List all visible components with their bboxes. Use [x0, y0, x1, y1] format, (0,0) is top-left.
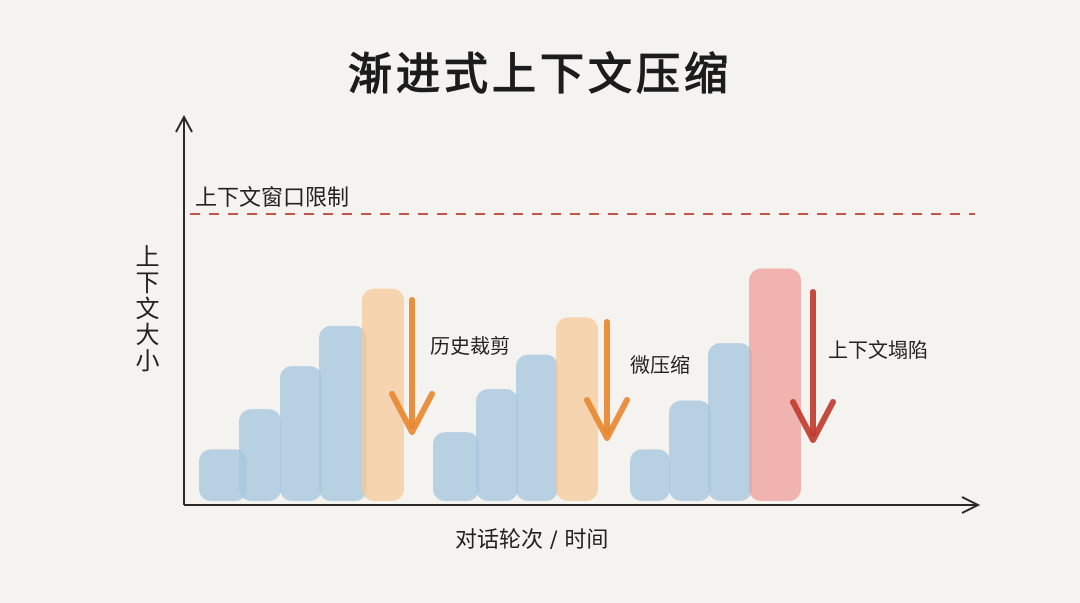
bar [476, 389, 518, 501]
compression-bar [749, 268, 801, 501]
bar [669, 400, 711, 501]
compression-bar [362, 288, 404, 501]
x-axis-label: 对话轮次 / 时间 [455, 528, 609, 553]
compression-arrow [389, 297, 435, 435]
annotation-context-collapse: 上下文塌陷 [828, 338, 928, 362]
compression-bar [556, 317, 598, 501]
bar [280, 366, 322, 501]
y-axis-label: 上下文大小 [131, 244, 159, 374]
compression-arrow [584, 319, 630, 441]
bar [433, 432, 479, 501]
bar [199, 449, 247, 501]
annotation-micro-compress: 微压缩 [630, 353, 690, 377]
compression-arrow [790, 289, 836, 443]
limit-line-label: 上下文窗口限制 [195, 186, 350, 211]
chart-title: 渐进式上下文压缩 [348, 49, 732, 100]
bar [319, 325, 367, 501]
bar [708, 343, 752, 501]
bar [516, 354, 558, 501]
bar [630, 449, 670, 501]
x-axis [184, 496, 981, 514]
y-axis [175, 114, 193, 505]
bar [239, 409, 281, 501]
annotation-history-trim: 历史裁剪 [430, 334, 510, 358]
